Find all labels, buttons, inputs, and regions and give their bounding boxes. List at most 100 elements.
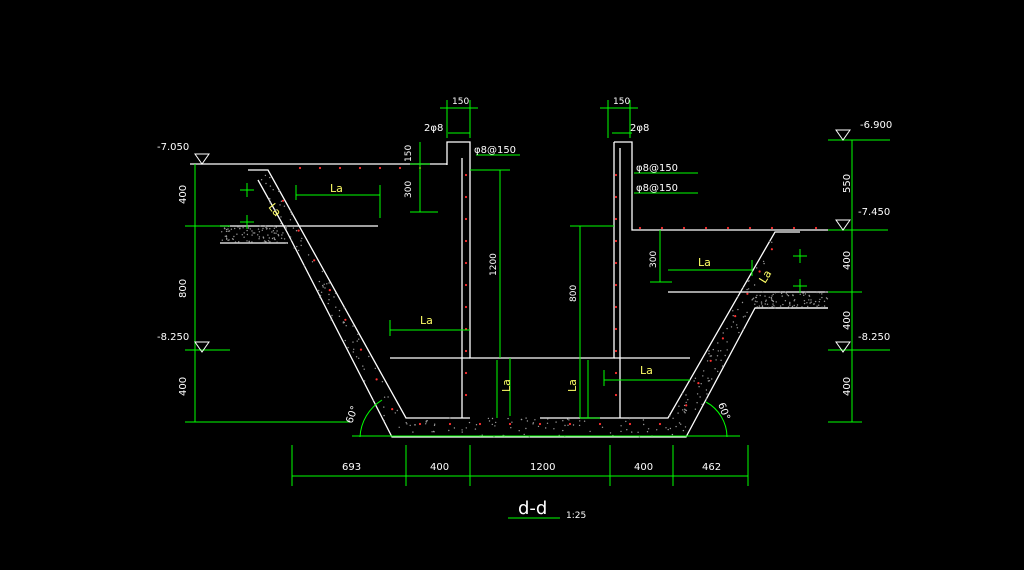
hatch-dot xyxy=(387,396,389,398)
anchor-labels: La La La La La La La La xyxy=(266,182,775,392)
hatch-dot xyxy=(726,327,728,330)
hatch-dot xyxy=(583,420,586,422)
hatch-dot xyxy=(358,338,360,340)
dimension-labels: 693 400 1200 400 462 400 800 400 550 400… xyxy=(178,97,853,473)
hatch-dot xyxy=(787,306,790,308)
hatch-dot xyxy=(696,393,699,395)
hatch-dot xyxy=(766,303,769,305)
hatch-dot xyxy=(675,425,677,428)
dim-bottom-1: 693 xyxy=(342,462,361,473)
elev-left-top: -7.050 xyxy=(157,142,189,153)
hatch-dot xyxy=(747,288,750,290)
hatch-dot xyxy=(252,232,254,234)
dim-right-3: 400 xyxy=(842,311,853,330)
hatch-dot xyxy=(394,412,396,414)
hatch-dot xyxy=(285,242,288,244)
hatch-dot xyxy=(225,228,228,231)
hatch-dot xyxy=(532,422,535,424)
hatch-dot xyxy=(742,316,745,318)
hatch-dot xyxy=(825,297,828,299)
hatch-dot xyxy=(756,267,758,269)
hatch-dot xyxy=(799,293,801,295)
hatch-dot xyxy=(824,291,827,293)
hatch-dot xyxy=(258,231,261,233)
hatch-dot xyxy=(234,227,236,230)
hatch-dot xyxy=(318,280,321,283)
hatch-dot xyxy=(763,262,765,265)
hatch-dot xyxy=(318,289,320,292)
hatch-dot xyxy=(669,415,671,417)
hatch-dot xyxy=(487,417,490,420)
hatch-dot xyxy=(303,265,305,267)
drawing-title-block: d-d 1:25 xyxy=(518,498,586,521)
hatch-dot xyxy=(683,411,685,413)
la-label-top-left: La xyxy=(330,182,343,195)
hatch-dot xyxy=(268,197,271,200)
hatch-dot xyxy=(330,319,332,321)
hatch-dot xyxy=(716,355,719,357)
hatch-dot xyxy=(343,307,345,309)
hatch-dot xyxy=(787,295,790,297)
hatch-dot xyxy=(678,405,680,407)
hatch-dot xyxy=(703,370,705,372)
rebar-dot xyxy=(328,289,331,292)
hatch-dot xyxy=(744,315,746,317)
hatch-dot xyxy=(266,227,268,229)
hatch-dot xyxy=(726,349,728,351)
hatch-dot xyxy=(687,399,689,401)
hatch-dot xyxy=(771,241,773,243)
hatch-dot xyxy=(223,227,226,229)
hatch-dot xyxy=(227,228,229,230)
hatch-dot xyxy=(295,230,298,232)
hatch-dot xyxy=(756,301,758,303)
hatch-dot xyxy=(720,359,722,361)
hatch-dot xyxy=(357,333,359,335)
rebar-dot xyxy=(281,199,285,202)
hatch-dot xyxy=(251,241,253,243)
rebar-dot xyxy=(464,261,468,265)
la-label-slope-right: La xyxy=(757,268,775,286)
rebar-dot xyxy=(464,393,468,397)
hatch-dot xyxy=(242,227,244,229)
hatch-dot xyxy=(720,350,722,352)
rebar-dot xyxy=(464,349,468,353)
hatch-dot xyxy=(631,431,633,433)
elevation-labels: -7.050 -8.250 -6.900 -7.450 -8.250 xyxy=(157,120,892,343)
dim-bottom-3: 1200 xyxy=(530,462,555,473)
hatch-dot xyxy=(319,294,322,297)
hatch-dot xyxy=(564,424,566,427)
hatch-dot xyxy=(449,417,451,419)
hatch-dot xyxy=(289,236,292,238)
rebar-dot xyxy=(614,239,618,243)
hatch-dot xyxy=(352,325,354,327)
hatch-dot xyxy=(756,294,758,297)
hatch-dot xyxy=(353,348,355,350)
hatch-dot xyxy=(265,182,267,185)
hatch-dot xyxy=(243,236,245,238)
hatch-dot xyxy=(628,417,631,420)
hatch-dot xyxy=(372,399,375,401)
hatch-dot xyxy=(562,429,564,432)
dim-bottom-4: 400 xyxy=(634,462,653,473)
hatch-dot xyxy=(230,228,233,230)
hatch-dot xyxy=(724,354,726,357)
hatch-dot xyxy=(712,348,714,351)
hatch-dot xyxy=(742,328,745,330)
angle-right: 60° xyxy=(715,401,731,421)
hatch-dot xyxy=(553,428,555,430)
hatch-dot xyxy=(342,322,344,324)
hatch-dot xyxy=(547,418,549,420)
hatch-dot xyxy=(292,227,295,229)
hatch-dot xyxy=(285,226,287,229)
hatch-dot xyxy=(758,305,761,307)
hatch-dot xyxy=(526,420,529,422)
hatch-dot xyxy=(784,300,787,302)
hatch-dot xyxy=(262,241,264,244)
hatch-dot xyxy=(772,293,774,296)
rebar-right-top: 2φ8 xyxy=(630,123,649,134)
hatch-dot xyxy=(706,360,709,362)
hatch-dot xyxy=(773,305,775,307)
hatch-dot xyxy=(474,428,477,430)
hatch-dot xyxy=(738,331,740,334)
